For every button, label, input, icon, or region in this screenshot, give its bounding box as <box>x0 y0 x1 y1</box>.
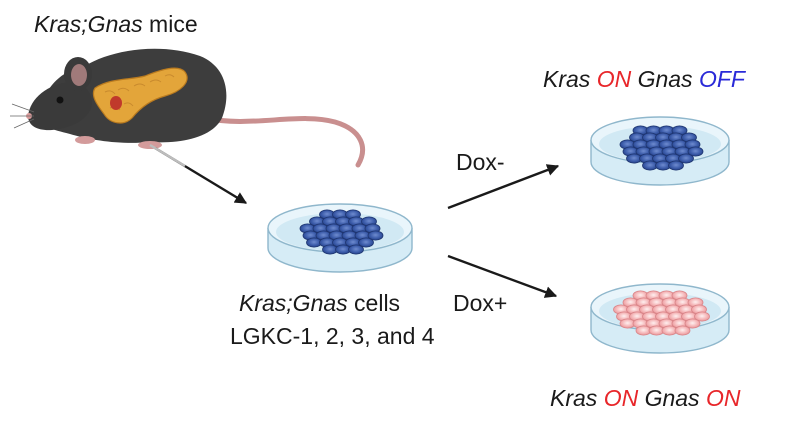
outcome-top-state1: ON <box>596 66 632 92</box>
cells-label-suffix: cells <box>347 290 401 316</box>
mouse-icon <box>10 48 365 168</box>
outcome-bottom-gene2: Gnas <box>644 385 700 411</box>
mouse-label-gene: Kras;Gnas <box>34 11 143 37</box>
outcome-top-state2: OFF <box>698 66 745 92</box>
cell-blue <box>668 160 684 171</box>
cell-blue <box>678 153 694 164</box>
dox-minus-label: Dox- <box>456 149 505 175</box>
dox-plus-label: Dox+ <box>453 290 508 316</box>
cell-pink <box>694 311 710 322</box>
outcome-bottom-state2: ON <box>705 385 741 411</box>
outcome-bottom-gene1: Kras <box>550 385 598 411</box>
cell-blue <box>367 230 384 241</box>
cell-blue <box>687 146 704 157</box>
petri-dish-top-icon <box>590 116 730 186</box>
outcome-top-label: Kras ON Gnas OFF <box>543 68 745 91</box>
arrow-dox-plus <box>447 254 558 298</box>
cells-label-gene: Kras;Gnas <box>239 290 348 316</box>
cell-pink <box>674 325 691 336</box>
outcome-bottom-label: Kras ON Gnas ON <box>550 387 740 410</box>
arrow-dox-minus <box>447 164 560 210</box>
cell-pink <box>684 318 701 329</box>
petri-dish-bottom-icon <box>590 283 730 354</box>
outcome-bottom-state1: ON <box>603 385 639 411</box>
mouse-label: Kras;Gnas mice <box>34 13 198 36</box>
cells-label: Kras;Gnas cells <box>239 292 400 315</box>
cell-blue <box>358 237 374 248</box>
petri-dish-center-icon <box>267 203 413 273</box>
mouse-label-suffix: mice <box>142 11 198 37</box>
cell-blue <box>348 244 364 255</box>
outcome-top-gene2: Gnas <box>637 66 693 92</box>
cell-lines-label: LGKC-1, 2, 3, and 4 <box>230 323 435 349</box>
outcome-top-gene1: Kras <box>543 66 591 92</box>
